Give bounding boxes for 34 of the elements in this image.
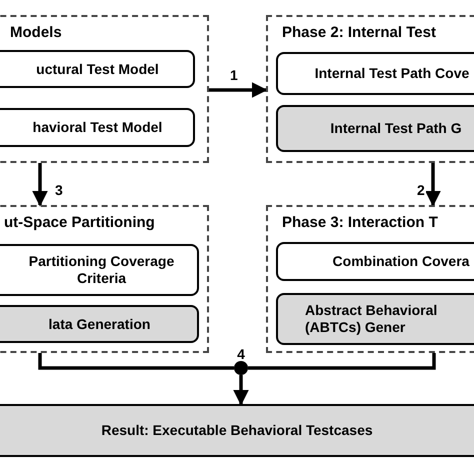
box-label: Partitioning Coverage Criteria [28, 253, 176, 287]
box-label: havioral Test Model [32, 119, 162, 136]
dashed-group-box [266, 205, 474, 353]
dashed-group-box [0, 15, 209, 163]
box-label: uctural Test Model [36, 60, 159, 78]
arrow [425, 163, 441, 207]
dashed-group-box [0, 205, 209, 353]
dashed-group-box [266, 15, 474, 163]
step-number: 4 [237, 347, 245, 361]
box-label: Internal Test Path G [330, 120, 462, 137]
edge-label: 2 [416, 183, 426, 197]
process-box [0, 108, 195, 147]
edge-label: 3 [54, 183, 64, 197]
group-heading: Models [10, 25, 62, 40]
process-box [276, 242, 474, 281]
arrow [233, 375, 249, 406]
process-box [0, 50, 195, 88]
process-box [0, 305, 199, 343]
box-label: Abstract Behavioral (ABTCs) Gener [305, 302, 438, 336]
arrow [209, 82, 268, 98]
process-box [276, 105, 474, 152]
group-heading: ut-Space Partitioning [4, 215, 155, 230]
group-heading: Phase 3: Interaction T [282, 215, 438, 230]
box-label: Internal Test Path Cove [314, 65, 470, 82]
process-box [0, 244, 199, 296]
result-box [0, 404, 474, 457]
process-box [276, 293, 474, 345]
arrow [32, 163, 48, 207]
edge-label: 1 [229, 68, 239, 82]
group-heading: Phase 2: Internal Test [282, 25, 436, 40]
box-label: lata Generation [48, 316, 150, 332]
box-label: Result: Executable Behavioral Testcases [101, 422, 373, 439]
process-box [276, 52, 474, 95]
box-label: Combination Covera [332, 253, 470, 270]
